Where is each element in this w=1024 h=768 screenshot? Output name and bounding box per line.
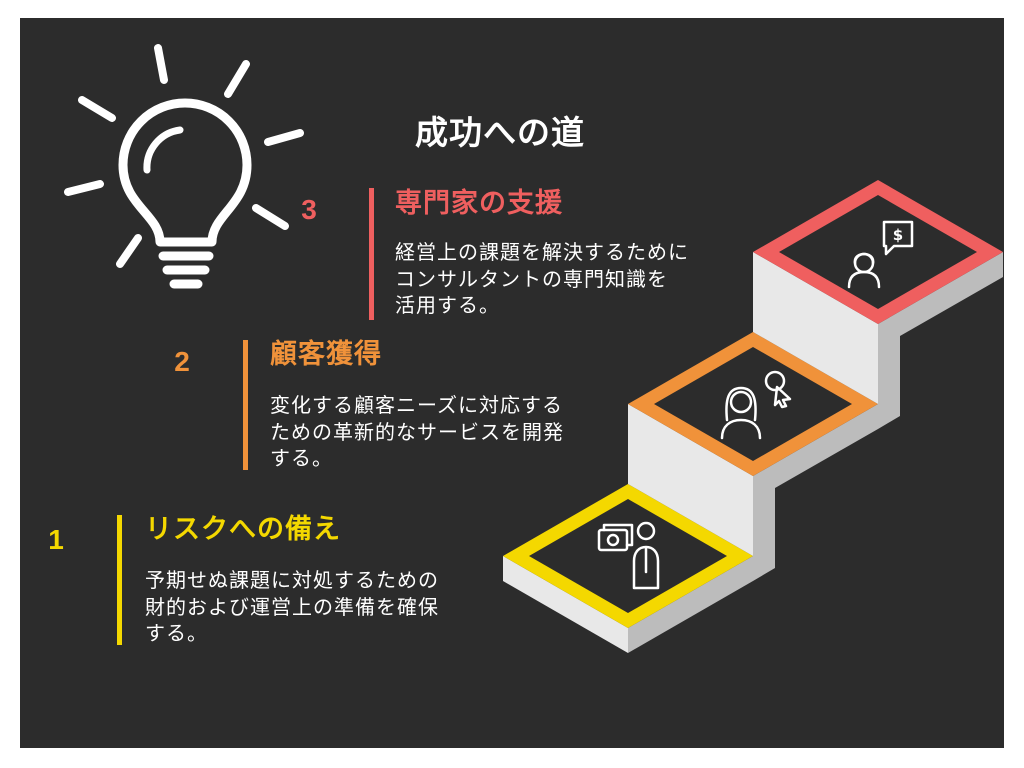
step-number: 1 bbox=[48, 524, 64, 555]
businessperson-icon bbox=[632, 521, 660, 590]
step-1-top-face bbox=[529, 499, 727, 613]
person-cursor-icon bbox=[764, 370, 792, 409]
step-heading: 専門家の支援 bbox=[395, 188, 563, 219]
step-number: 3 bbox=[301, 194, 317, 225]
speech-bubble-icon bbox=[882, 220, 914, 256]
riser-2-3-side bbox=[878, 252, 1003, 429]
bulb-rays bbox=[64, 44, 304, 268]
step-description: 予期せぬ課題に対処するための 財的および運営上の準備を確保 する。 bbox=[145, 567, 439, 647]
dollar-speech-bubble-icon: $ bbox=[882, 220, 914, 256]
lightbulb-icon bbox=[64, 44, 304, 289]
step-heading: 顧客獲得 bbox=[270, 339, 382, 370]
description-line: 予期せぬ課題に対処するための bbox=[145, 568, 439, 592]
consultant-icon bbox=[847, 252, 881, 289]
description-line: ための革新的なサービスを開発 bbox=[270, 419, 564, 444]
page-title: 成功への道 bbox=[415, 113, 585, 152]
step-heading: リスクへの備え bbox=[145, 514, 341, 545]
description-line: 財的および運営上の準備を確保 bbox=[145, 594, 439, 619]
bulb-base bbox=[158, 251, 214, 289]
description-line: 変化する顧客ニーズに対応する bbox=[270, 393, 563, 417]
step-1-front-face bbox=[503, 556, 628, 653]
banknote-icon bbox=[597, 523, 634, 552]
customer-woman-icon bbox=[720, 386, 762, 440]
bulb-glass bbox=[118, 98, 252, 247]
dollar-sign-icon: $ bbox=[893, 226, 903, 244]
description-line: する。 bbox=[145, 621, 208, 645]
step-number: 2 bbox=[174, 346, 190, 377]
description-line: コンサルタントの専門知識を bbox=[395, 266, 668, 291]
stair-step-2 bbox=[628, 332, 878, 476]
stair-step-3: $ bbox=[753, 180, 1003, 324]
staircase: $ bbox=[503, 180, 1003, 653]
graphics-layer: $ bbox=[64, 44, 1003, 653]
step-divider bbox=[369, 188, 374, 320]
step-divider bbox=[117, 515, 122, 645]
infographic-stage: $ 成功への道 3 専門家の支援 経営上の課題を解決するために コンサルタントの… bbox=[20, 18, 1004, 748]
step-divider bbox=[243, 340, 248, 470]
description-line: 活用する。 bbox=[395, 293, 500, 317]
step-1-side-face bbox=[628, 556, 753, 653]
riser-1-2 bbox=[628, 404, 753, 556]
step-description: 変化する顧客ニーズに対応する ための革新的なサービスを開発 する。 bbox=[270, 392, 564, 472]
bulb-highlight bbox=[143, 126, 184, 174]
infographic-panel: $ 成功への道 3 専門家の支援 経営上の課題を解決するために コンサルタントの… bbox=[20, 18, 1004, 748]
step-2-top-face bbox=[654, 347, 852, 461]
step-description: 経営上の課題を解決するために コンサルタントの専門知識を 活用する。 bbox=[395, 239, 689, 319]
step-3-top-face bbox=[779, 195, 977, 309]
description-line: 経営上の課題を解決するために bbox=[395, 240, 689, 264]
riser-1-2-side bbox=[753, 404, 878, 581]
riser-2-3 bbox=[753, 252, 878, 404]
description-line: する。 bbox=[270, 446, 333, 470]
